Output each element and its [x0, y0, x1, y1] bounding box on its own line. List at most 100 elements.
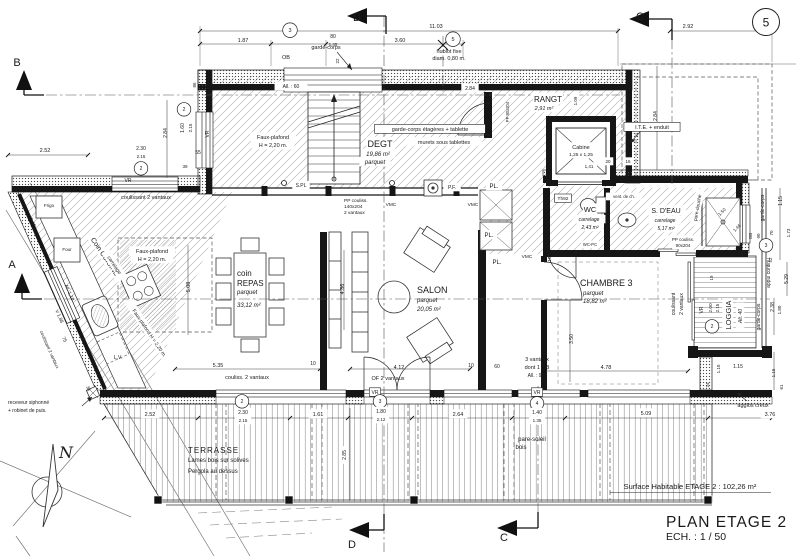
dim-1103: 11.03 [429, 24, 442, 30]
note-gc-loggia: garde-corps [756, 303, 762, 330]
note-murets: murets sous tablettes [405, 137, 483, 147]
svg-text:H = 2,20 m.: H = 2,20 m. [138, 257, 167, 263]
svg-text:WC: WC [584, 205, 597, 214]
svg-text:80: 80 [330, 34, 336, 40]
note-fauxplafond-cuis-1: Faux-plafond [129, 246, 175, 256]
svg-text:All. : 60: All. : 60 [283, 84, 300, 90]
room-cabine-name: Cabine [568, 142, 594, 152]
svg-text:10: 10 [310, 361, 316, 367]
circ3-right: 3 [758, 238, 774, 253]
svg-text:140x204: 140x204 [344, 204, 363, 210]
note-garde-corps-top: garde-corps [311, 45, 341, 51]
page-number-marker: 5 [752, 8, 780, 36]
svg-text:90: 90 [756, 233, 761, 239]
svg-text:Faux-plafond: Faux-plafond [136, 249, 168, 255]
svg-text:1,41: 1,41 [585, 164, 594, 169]
note-lv: L.V. [114, 355, 122, 361]
svg-text:Faux-plafond: Faux-plafond [257, 135, 289, 141]
note-pl-3: PL. [488, 256, 506, 267]
dim-529: 5.29 [784, 274, 790, 284]
room-loggia-name: LOGGIA [722, 298, 734, 332]
dim-115-loggia: 1.15 [729, 361, 747, 371]
svg-text:1.87: 1.87 [238, 38, 249, 44]
svg-text:3: 3 [288, 28, 291, 34]
svg-text:2.92: 2.92 [683, 24, 694, 30]
marker-a: A [8, 259, 16, 271]
note-coulissant-cuisine: coulissant 2 vantaux [121, 195, 171, 201]
svg-text:2,43 m²: 2,43 m² [581, 225, 599, 231]
note-pp-couliss-3: 2 vantaux [341, 208, 374, 217]
svg-text:VR: VR [205, 130, 211, 137]
leader-arrows [81, 51, 748, 407]
svg-text:19,86 m²: 19,86 m² [366, 152, 391, 158]
svg-text:24: 24 [705, 382, 710, 388]
dim-16-cab: 16 [622, 157, 634, 166]
svg-text:3: 3 [765, 243, 768, 249]
dim-230-left: 2.30 [136, 146, 146, 152]
svg-text:TERRASSE: TERRASSE [188, 446, 239, 455]
svg-text:OB: OB [282, 55, 290, 61]
svg-text:61: 61 [779, 384, 784, 390]
svg-text:parquet: parquet [364, 160, 386, 166]
dim-60: 60 [494, 364, 500, 370]
svg-text:2: 2 [711, 324, 714, 330]
svg-text:1.46: 1.46 [732, 223, 742, 233]
svg-text:75: 75 [60, 336, 68, 344]
svg-text:5,17 m²: 5,17 m² [658, 226, 675, 232]
note-of-2v: OF 2 vantaux [371, 376, 404, 382]
svg-text:parquet: parquet [236, 290, 258, 296]
dim-146-diag: 1.46 [732, 223, 742, 233]
note-vr-box-2: VR [531, 387, 543, 397]
note-pare-soleil-2: bois [515, 445, 526, 451]
note-fauxplafond-degt-1: Faux-plafond [250, 132, 296, 142]
armchair-2 [406, 317, 454, 365]
dim-109: 1.09 [571, 92, 580, 110]
room-rangt-area: 2,91 m² [529, 103, 559, 113]
dim-212-bottom: 2.12 [372, 415, 390, 424]
svg-text:2,91 m²: 2,91 m² [534, 106, 554, 112]
note-ite: I.T.E. + enduit [623, 122, 681, 132]
svg-text:2: 2 [241, 399, 244, 405]
svg-text:PP 80x204: PP 80x204 [505, 101, 510, 122]
dim-215-loggia: 2.15 [715, 303, 720, 312]
note-frigo: Frigo [44, 203, 55, 208]
note-hublot-2: diam. 0,80 m. [432, 56, 466, 62]
svg-text:2.84: 2.84 [163, 128, 169, 138]
room-chambre-finish: parquet [582, 291, 604, 297]
svg-text:11.03: 11.03 [429, 24, 442, 30]
svg-text:SALON: SALON [417, 285, 448, 295]
circ3-bottom: 3 [372, 394, 388, 409]
svg-text:carrelage: carrelage [655, 218, 676, 224]
svg-text:60: 60 [494, 364, 500, 370]
svg-text:carrelage: carrelage [579, 217, 600, 223]
dim-10-a: 10 [310, 361, 316, 367]
svg-text:DEGT: DEGT [367, 139, 393, 149]
svg-text:C: C [500, 532, 508, 544]
svg-text:3.76: 3.76 [765, 412, 776, 418]
dim-350: 3.50 [569, 334, 575, 344]
svg-text:22: 22 [335, 58, 340, 64]
svg-text:4.12: 4.12 [394, 365, 405, 371]
svg-text:3.45: 3.45 [27, 217, 37, 229]
dim-230-bottom: 2.30 [234, 407, 252, 417]
svg-text:pare-soleil: pare-soleil [518, 437, 546, 443]
marker-d-top: D [353, 12, 361, 24]
svg-text:PP couliss.: PP couliss. [344, 198, 368, 204]
dim-200-loggia: 2.00 [708, 303, 714, 313]
note-3v-2: dont 1 OB [525, 365, 550, 371]
svg-text:2.12: 2.12 [377, 417, 386, 422]
svg-text:WC-PC: WC-PC [583, 242, 597, 247]
note-appui: appui continu [766, 258, 772, 288]
dining-table [215, 237, 285, 353]
svg-text:VR: VR [125, 178, 132, 184]
svg-text:parquet: parquet [582, 291, 604, 297]
dimension-lines [5, 26, 788, 500]
svg-text:vent. de ch.: vent. de ch. [613, 194, 635, 199]
room-salon-area: 20,05 m² [416, 307, 442, 313]
svg-text:PL.: PL. [489, 184, 498, 190]
note-75: 75 [60, 336, 68, 344]
svg-text:PP couliss.: PP couliss. [672, 237, 694, 242]
svg-text:parquet: parquet [416, 298, 438, 304]
